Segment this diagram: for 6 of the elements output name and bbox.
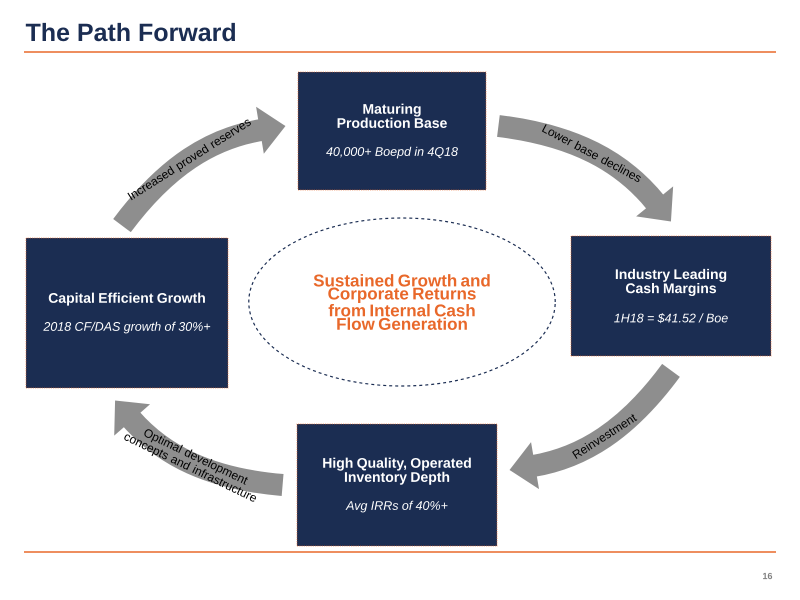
text-box: Industry Leading Cash Margins 1H18 = $41.52 / Boe <box>570 236 772 356</box>
text-box: High Quality, Operated Inventory Depth Avg IRRs of 40%+ <box>296 424 498 546</box>
title: The Path Forward <box>26 22 236 42</box>
text-box: Capital Efficient Growth 2018 CF/DAS growth of 30%+ <box>26 238 228 388</box>
text-box: Maturing Production Base 40,000+ Boepd in 4Q18 <box>298 72 486 190</box>
page-number: 16 <box>763 572 772 580</box>
